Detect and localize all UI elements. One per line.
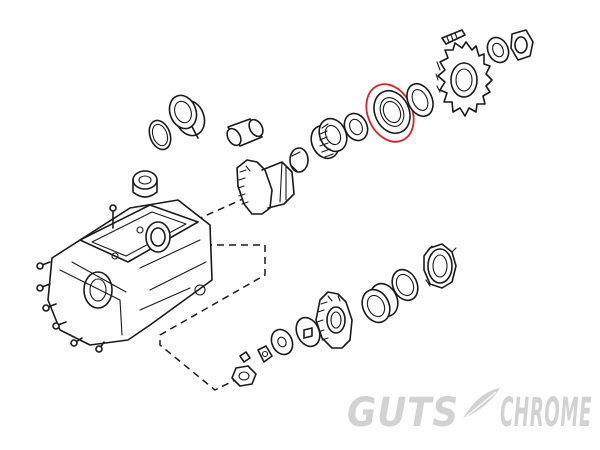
case-studs [36,261,105,353]
bearing [361,282,399,324]
sprocket [435,41,493,117]
assembly-guide-lines [159,197,266,391]
lock-washer [257,345,273,363]
transmission-case [36,199,213,353]
oil-seal [373,90,411,134]
lock-plate [486,36,510,64]
retaining-ring [148,119,172,151]
feather-icon [461,388,500,421]
bushing [132,170,158,198]
shim [406,82,434,118]
roller-pin [226,118,264,147]
washer [270,328,294,356]
stud [441,29,466,45]
watermark-text-right: CHROME [500,390,592,436]
bearing-race [168,94,206,139]
watermark-logo: GUTS CHROME [347,388,592,436]
mainshaft-second-gear [236,147,309,215]
sprocket-nut [510,29,534,61]
countershaft-gear [315,291,353,349]
bearing-race-small [391,268,419,302]
lower-stud [239,351,251,363]
retainer [423,243,457,289]
watermark-text-left: GUTS [347,390,459,436]
thrust-washer [295,316,321,348]
nut [231,365,257,387]
spacer [343,112,369,142]
